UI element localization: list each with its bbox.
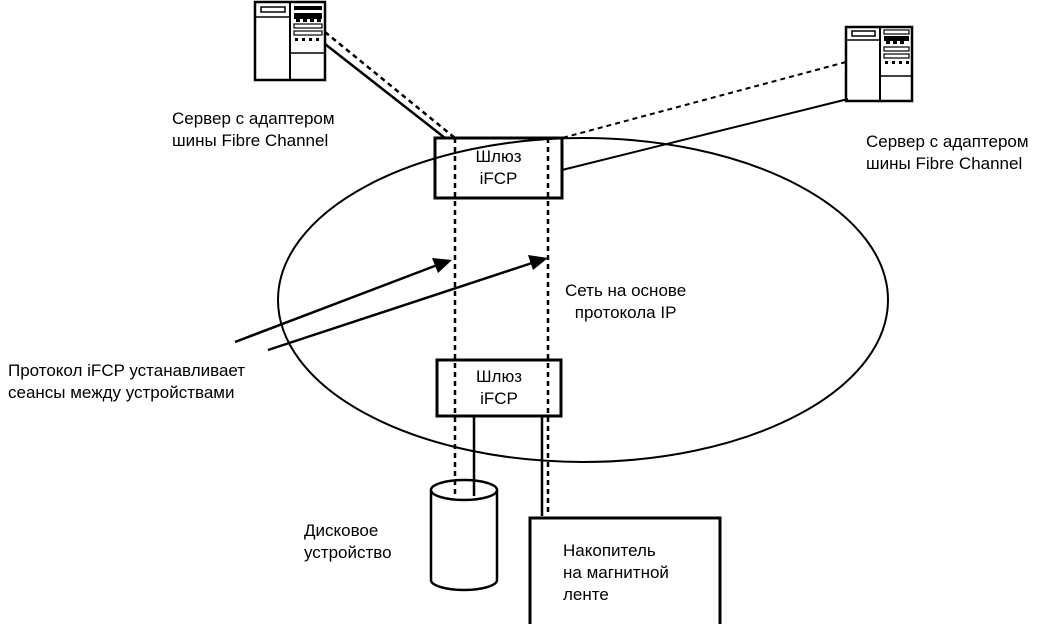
disk-label: Дисковое устройство: [304, 520, 392, 564]
annotation-label-line2: сеансы между устройствами: [8, 383, 235, 402]
server-left-label: Сервер с адаптером шины Fibre Channel: [172, 108, 335, 152]
annotation-arrows: [234, 255, 548, 352]
gateway-top-label: Шлюз iFCP: [435, 146, 562, 190]
gateway-bottom-label-line2: iFCP: [480, 389, 518, 408]
gateway-top-label-line2: iFCP: [479, 169, 518, 188]
tape-storage-box: [528, 516, 722, 624]
ip-network-label-line1: Сеть на основе: [565, 281, 687, 300]
link-left-server-dashed: [324, 31, 456, 139]
gateway-bottom-label-line1: Шлюз: [475, 367, 523, 386]
server-right-icon: [844, 25, 914, 103]
link-right-server-dashed: [561, 61, 847, 139]
annotation-label: Протокол iFCP устанавливает сеансы между…: [8, 360, 245, 404]
server-left-label-line1: Сервер с адаптером: [172, 109, 335, 128]
disk-label-line2: устройство: [304, 543, 392, 562]
tape-label: Накопитель на магнитной ленте: [563, 540, 669, 606]
server-left-icon: [253, 0, 327, 82]
tape-label-line1: Накопитель: [563, 541, 656, 560]
ip-network-ellipse: [277, 137, 889, 463]
server-right-label-line2: шины Fibre Channel: [866, 154, 1023, 173]
gateway-bottom-box: [435, 358, 563, 418]
tape-label-line3: ленте: [563, 585, 609, 604]
ip-network-label: Сеть на основе протокола IP: [565, 280, 686, 324]
ip-network-label-line2: протокола IP: [574, 303, 677, 322]
gateway-bottom-label: Шлюз iFCP: [437, 366, 561, 410]
server-right-label-line1: Сервер с адаптером: [866, 132, 1029, 151]
server-left-label-line2: шины Fibre Channel: [172, 131, 329, 150]
tape-label-line2: на магнитной: [563, 563, 669, 582]
annotation-label-line1: Протокол iFCP устанавливает: [8, 361, 246, 380]
link-left-server-solid: [324, 43, 446, 139]
gateway-top-box: [433, 136, 564, 200]
gateway-top-label-line1: Шлюз: [475, 147, 522, 166]
link-right-server-solid: [561, 98, 849, 171]
disk-cylinder-icon: [429, 478, 499, 592]
disk-label-line1: Дисковое: [304, 521, 379, 540]
server-right-label: Сервер с адаптером шины Fibre Channel: [866, 131, 1029, 175]
